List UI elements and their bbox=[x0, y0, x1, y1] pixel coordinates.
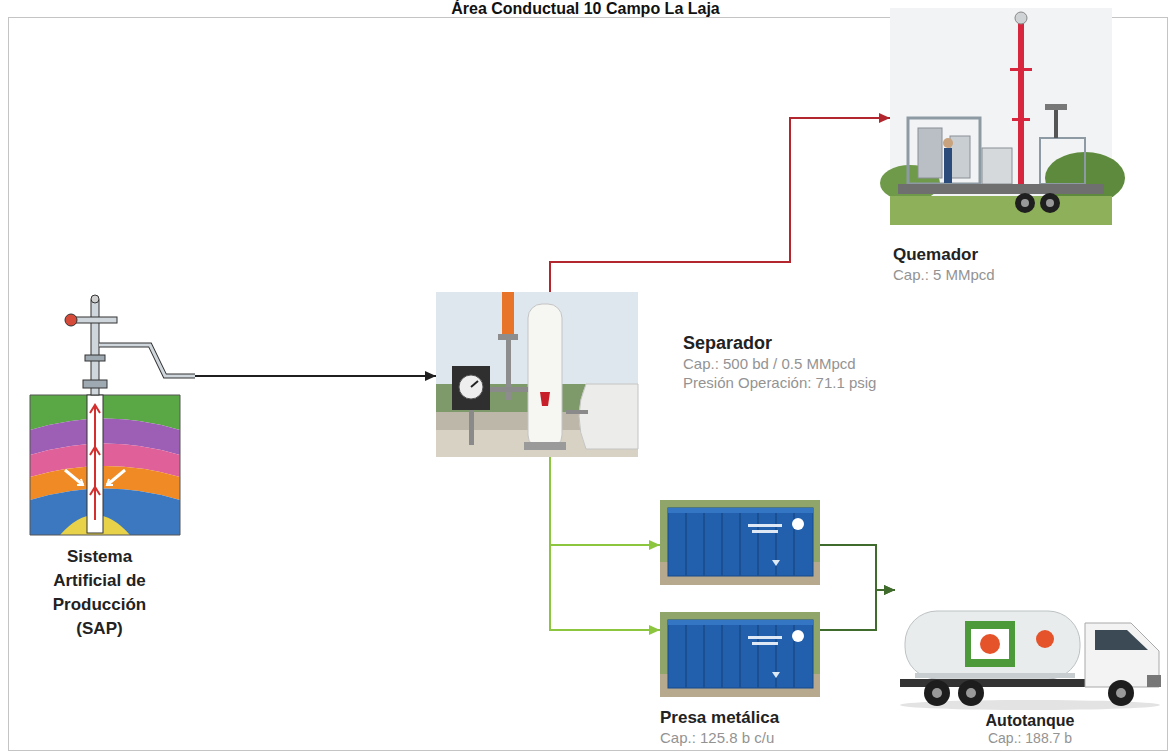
flow-line bbox=[550, 457, 660, 545]
text-group: QuemadorCap.: 5 MMpcd bbox=[893, 244, 1108, 284]
flow-line bbox=[550, 457, 660, 630]
node-heading: Sistema Artificial de Producción (SAP) bbox=[37, 545, 162, 641]
flow-line bbox=[820, 590, 895, 630]
node-detail: Cap.: 500 bd / 0.5 MMpcd bbox=[683, 354, 973, 373]
separator-photo bbox=[436, 292, 638, 457]
well-node: Sistema Artificial de Producción (SAP) bbox=[25, 295, 195, 645]
flow-line bbox=[195, 375, 436, 377]
node-heading: Autotanque bbox=[895, 711, 1165, 730]
diagram-title: Área Conductual 10 Campo La Laja bbox=[0, 0, 1171, 18]
truck-illustration bbox=[900, 611, 1161, 710]
well-illustration bbox=[30, 295, 195, 535]
tank-photo bbox=[660, 612, 820, 697]
node-heading: Quemador bbox=[893, 244, 1108, 265]
node-detail: Presión Operación: 71.1 psig bbox=[683, 373, 973, 392]
node-detail: Cap.: 125.8 b c/u bbox=[660, 728, 820, 747]
flare-node: QuemadorCap.: 5 MMpcd bbox=[890, 8, 1112, 288]
separator-node: SeparadorCap.: 500 bd / 0.5 MMpcdPresión… bbox=[436, 292, 981, 457]
tank-photo bbox=[660, 500, 820, 585]
tank-node: Presa metálicaCap.: 125.8 b c/u bbox=[660, 612, 820, 748]
flow-line bbox=[820, 545, 895, 590]
flow-line bbox=[550, 118, 890, 292]
text-group: Presa metálicaCap.: 125.8 b c/u bbox=[660, 708, 820, 747]
text-group: Sistema Artificial de Producción (SAP) bbox=[37, 545, 162, 641]
node-heading: Separador bbox=[683, 332, 973, 354]
node-heading: Presa metálica bbox=[660, 708, 820, 728]
text-group: AutotanqueCap.: 188.7 b bbox=[895, 711, 1165, 747]
node-detail: Cap.: 5 MMpcd bbox=[893, 265, 1108, 284]
node-detail: Cap.: 188.7 b bbox=[895, 730, 1165, 747]
text-group: SeparadorCap.: 500 bd / 0.5 MMpcdPresión… bbox=[683, 332, 973, 392]
tank-node bbox=[660, 500, 820, 585]
flare-photo bbox=[880, 8, 1125, 225]
truck-node: AutotanqueCap.: 188.7 b bbox=[895, 575, 1165, 751]
